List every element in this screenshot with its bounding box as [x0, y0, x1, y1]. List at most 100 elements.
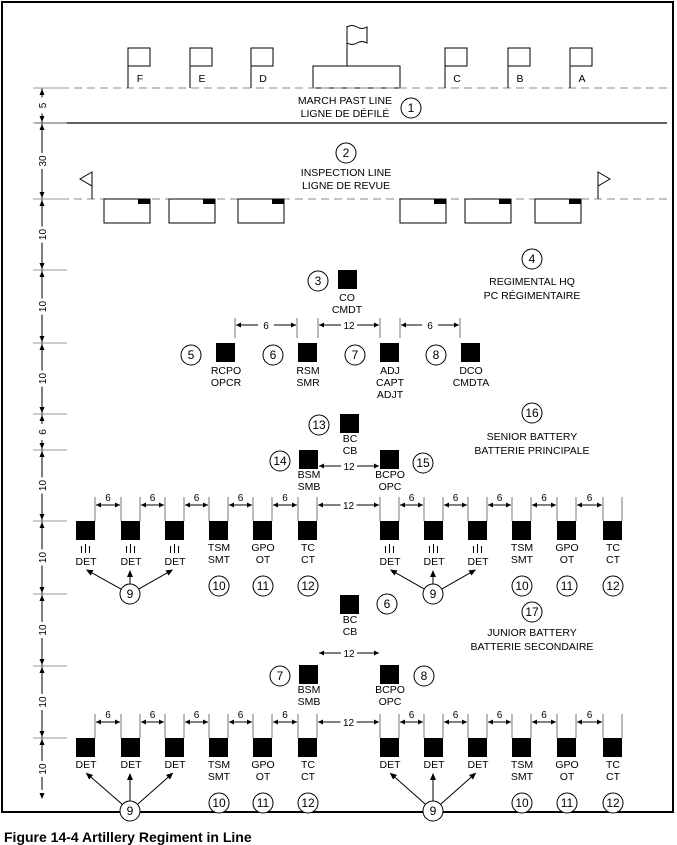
dimension-label: 6: [150, 493, 156, 504]
svg-text:2: 2: [343, 146, 350, 160]
dimension-label: 6: [587, 710, 593, 721]
marker-number: 12: [301, 579, 315, 593]
gun-label: GPO: [251, 759, 274, 771]
arrowhead: [39, 514, 45, 520]
arrowhead: [418, 502, 423, 508]
marker-15: 15: [412, 452, 434, 474]
hq-label: RSM: [296, 365, 319, 377]
scale-label: 10: [38, 301, 49, 313]
junior-battery-label-fr: BATTERIE SECONDAIRE: [471, 641, 594, 653]
march-past-label: MARCH PAST LINE: [298, 95, 392, 107]
marker-12: 12: [297, 792, 319, 814]
gun-label: OT: [256, 554, 271, 566]
gun-square: [557, 738, 576, 757]
marker-11: 11: [252, 792, 274, 814]
hq-square: [380, 343, 399, 362]
hq-label: RCPO: [211, 365, 241, 377]
arrowhead: [462, 719, 467, 725]
bc-label: BC: [343, 614, 358, 626]
gun-label: SMT: [511, 771, 534, 783]
inspection-label-fr: LIGNE DE REVUE: [302, 180, 390, 192]
arrowhead: [374, 322, 379, 328]
arrowhead: [577, 502, 582, 508]
dimension-label: 12: [343, 462, 355, 473]
gun-label: DET: [121, 556, 143, 568]
marker-number: 13: [312, 418, 326, 432]
arrowhead: [488, 502, 493, 508]
flag-icon: [569, 47, 593, 67]
arrowhead: [389, 569, 398, 576]
marker-13: 13: [308, 414, 330, 436]
dimension-label: 6: [105, 710, 111, 721]
arrowhead: [551, 719, 556, 725]
marker-10: 10: [208, 792, 230, 814]
marker-number: 6: [384, 597, 391, 611]
marker-2: 2: [335, 142, 357, 164]
arrowhead: [430, 773, 436, 780]
marker-6: 6: [376, 593, 398, 615]
bc-square: [340, 414, 359, 433]
dimension-label: 12: [343, 321, 355, 332]
gun-label: CT: [301, 771, 316, 783]
arrowhead: [39, 659, 45, 665]
marker-number: 5: [188, 348, 195, 362]
antenna-icon: [385, 544, 394, 553]
marker-6: 6: [262, 344, 284, 366]
gun-label: TSM: [511, 542, 533, 554]
flag-letter: F: [137, 73, 143, 85]
senior-battery-label-fr: BATTERIE PRINCIPALE: [474, 445, 589, 457]
arrowhead: [39, 263, 45, 269]
bcpo-label: BCPO: [375, 684, 405, 696]
gun-label: TC: [606, 759, 620, 771]
figure-caption: Figure 14-4 Artillery Regiment in Line: [4, 829, 252, 845]
vehicle: [168, 198, 216, 224]
gun-square: [557, 521, 576, 540]
dimension-label: 6: [541, 493, 547, 504]
flag-icon: [127, 47, 151, 67]
gun-label: CT: [606, 554, 621, 566]
arrowhead: [159, 502, 164, 508]
pointer-line: [90, 571, 122, 590]
marker-number: 10: [515, 796, 529, 810]
hq-label: ADJT: [377, 389, 404, 401]
marker-number: 9: [127, 587, 134, 601]
arrowhead: [127, 773, 133, 780]
marker-number: 10: [212, 796, 226, 810]
flag-letter: A: [578, 73, 585, 85]
gun-square: [603, 738, 622, 757]
vehicle: [103, 198, 151, 224]
scale-label: 10: [38, 480, 49, 492]
hq-square: [216, 343, 235, 362]
hq-label: SMR: [296, 377, 320, 389]
arrowhead: [319, 650, 324, 656]
gun-square: [468, 738, 487, 757]
hq-label: ADJ: [380, 365, 400, 377]
arrowhead: [115, 719, 120, 725]
flag-icon: [444, 47, 468, 67]
marker-12: 12: [602, 792, 624, 814]
arrowhead: [39, 344, 45, 350]
flag-letter: D: [259, 73, 267, 85]
arrowhead: [39, 443, 45, 449]
scale-label: 10: [38, 696, 49, 708]
scale-label: 5: [38, 102, 49, 108]
bsm-label: BSM: [298, 469, 321, 481]
marker-number: 10: [212, 579, 226, 593]
gun-label: TC: [301, 542, 315, 554]
regimental-hq-label-fr: PC RÉGIMENTAIRE: [484, 289, 581, 302]
marker-number: 11: [561, 796, 574, 810]
gun-label: SMT: [208, 771, 231, 783]
marker-number: 7: [277, 669, 284, 683]
marker-14: 14: [269, 450, 291, 472]
pointer-line: [137, 775, 170, 805]
diagram-border: [1, 1, 674, 813]
arrowhead: [292, 719, 297, 725]
arrowhead: [400, 502, 405, 508]
arrowhead: [400, 719, 405, 725]
arrowhead: [39, 522, 45, 528]
svg-text:1: 1: [408, 101, 415, 115]
arrowhead: [165, 569, 174, 576]
arrowhead: [532, 502, 537, 508]
hq-label: CMDTA: [453, 377, 490, 389]
arrowhead: [532, 719, 537, 725]
